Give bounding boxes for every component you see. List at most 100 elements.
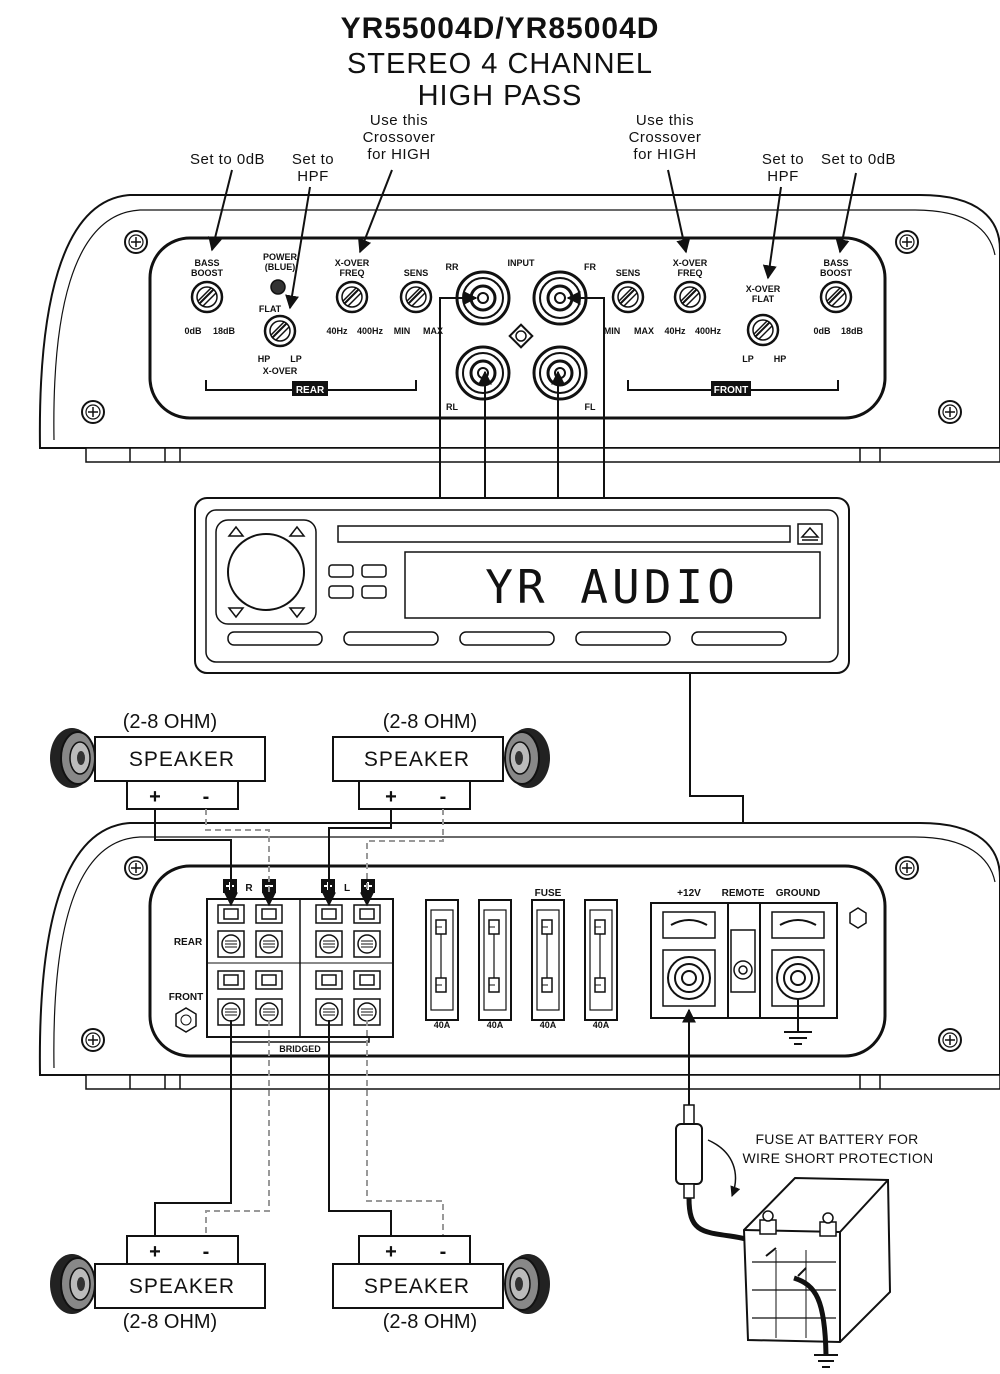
rear-xover-knob-icon[interactable] [263, 314, 297, 348]
bottom-screw-icon [895, 856, 919, 880]
battery-icon [742, 1176, 892, 1344]
top-speaker-wires [154, 809, 444, 907]
eject-icon [800, 526, 820, 541]
front-xover-freq-knob-icon[interactable] [673, 280, 707, 314]
subtitle-high-pass: HIGH PASS [417, 80, 583, 112]
fuse-rating-label: 40A [487, 1020, 504, 1030]
eject-button[interactable] [797, 523, 823, 545]
front-terminal-label: FRONT [169, 992, 203, 1003]
speaker-impedance-label: (2-8 OHM) [123, 711, 217, 733]
rear-sens-label: SENS [404, 268, 429, 278]
terminal-screw-icon[interactable] [217, 930, 245, 958]
terminal-screw-icon[interactable] [255, 904, 283, 924]
terminal-screw-icon[interactable] [353, 930, 381, 958]
preset-button[interactable] [459, 631, 555, 646]
front-hp-label: HP [774, 354, 787, 364]
fuse-rating-label: 40A [434, 1020, 451, 1030]
small-button[interactable] [361, 585, 387, 599]
rear-bass-18db-label: 18dB [213, 326, 236, 336]
front-min-label: MIN [604, 326, 621, 336]
speaker-bottom-right: + - SPEAKER (2-8 OHM) [332, 1235, 551, 1333]
front-xover-knob-icon[interactable] [746, 313, 780, 347]
callout-arrows [208, 169, 857, 310]
remote-terminal-icon[interactable] [733, 960, 753, 980]
speaker-minus-label: - [203, 1241, 210, 1263]
rear-40hz-label: 40Hz [326, 326, 348, 336]
front-xover-flat-label: X-OVER [746, 284, 781, 294]
preset-button[interactable] [227, 631, 323, 646]
fuse-icon[interactable] [584, 899, 618, 1021]
terminal-screw-icon[interactable] [353, 904, 381, 924]
rear-section-label: REAR [296, 385, 325, 396]
down-right-arrow-icon[interactable] [288, 607, 306, 619]
preset-button[interactable] [691, 631, 787, 646]
fr-label: FR [584, 262, 596, 272]
rear-xover-label: X-OVER [263, 366, 298, 376]
terminal-screw-icon[interactable] [255, 970, 283, 990]
terminal-screw-icon[interactable] [315, 970, 343, 990]
bottom-screw-icon [124, 856, 148, 880]
rca-fl-jack-icon[interactable] [532, 345, 588, 401]
fl-label: FL [585, 402, 596, 412]
terminal-screw-icon[interactable] [353, 970, 381, 990]
top-screw-icon [895, 230, 919, 254]
front-lp-label: LP [742, 354, 754, 364]
front-section-label: FRONT [714, 385, 748, 396]
front-bass-boost-label: BASS [823, 258, 848, 268]
up-left-arrow-icon[interactable] [227, 525, 245, 537]
speaker-top-left: (2-8 OHM) SPEAKER + - [49, 711, 266, 810]
terminal-screw-icon[interactable] [217, 970, 245, 990]
remote-label: REMOTE [722, 888, 765, 899]
front-sens-knob-icon[interactable] [611, 280, 645, 314]
speaker-impedance-label: (2-8 OHM) [383, 711, 477, 733]
front-40hz-label: 40Hz [664, 326, 686, 336]
bolt-icon [849, 907, 867, 929]
battery-wiring: FUSE AT BATTERY FOR WIRE SHORT PROTECTIO… [675, 1008, 934, 1368]
speaker-minus-label: - [203, 786, 210, 808]
down-left-arrow-icon[interactable] [227, 607, 245, 619]
rca-rl-jack-icon[interactable] [455, 345, 511, 401]
rl-label: RL [446, 402, 458, 412]
speaker-label: SPEAKER [364, 748, 470, 771]
preset-button[interactable] [343, 631, 439, 646]
rear-sens-knob-icon[interactable] [399, 280, 433, 314]
fuse-icon[interactable] [478, 899, 512, 1021]
terminal-screw-icon[interactable] [217, 904, 245, 924]
rear-bass-boost-knob-icon[interactable] [190, 280, 224, 314]
terminal-screw-icon[interactable] [315, 930, 343, 958]
model-title: YR55004D/YR85004D [340, 12, 660, 45]
small-button[interactable] [328, 585, 354, 599]
battery-note-line2: WIRE SHORT PROTECTION [743, 1150, 934, 1166]
plus12v-label: +12V [677, 888, 701, 899]
rca-signal-wires [439, 291, 605, 498]
rr-label: RR [446, 262, 459, 272]
right-channel-label: R [245, 883, 253, 894]
rear-bass-boost-label: BASS [194, 258, 219, 268]
head-unit: YR AUDIO [194, 497, 850, 674]
top-screw-icon [81, 400, 105, 424]
speaker-plus-label: + [385, 786, 397, 808]
speaker-plus-label: + [385, 1241, 397, 1263]
volume-knob[interactable] [227, 533, 305, 611]
fuse-label: FUSE [535, 888, 562, 899]
top-amplifier: BASS BOOST 0dB 18dB POWER (BLUE) FLAT HP… [38, 194, 1000, 463]
up-right-arrow-icon[interactable] [288, 525, 306, 537]
fuse-icon[interactable] [425, 899, 459, 1021]
front-bass-boost-knob-icon[interactable] [819, 280, 853, 314]
fuse-icon[interactable] [531, 899, 565, 1021]
small-button[interactable] [361, 564, 387, 578]
inline-fuse-icon [675, 1123, 703, 1185]
bottom-amplifier: R L REAR FRONT BRIDGED FUSE [38, 822, 1000, 1090]
rear-flat-label: FLAT [259, 304, 282, 314]
rear-xover-freq-knob-icon[interactable] [335, 280, 369, 314]
fuse-rating-label: 40A [593, 1020, 610, 1030]
terminal-screw-icon[interactable] [315, 904, 343, 924]
fuse-rating-label: 40A [540, 1020, 557, 1030]
rear-xover-freq-label: X-OVER [335, 258, 370, 268]
preset-button[interactable] [575, 631, 671, 646]
small-button[interactable] [328, 564, 354, 578]
terminal-screw-icon[interactable] [255, 930, 283, 958]
rear-terminal-label: REAR [174, 937, 203, 948]
rear-max-label: MAX [423, 326, 443, 336]
